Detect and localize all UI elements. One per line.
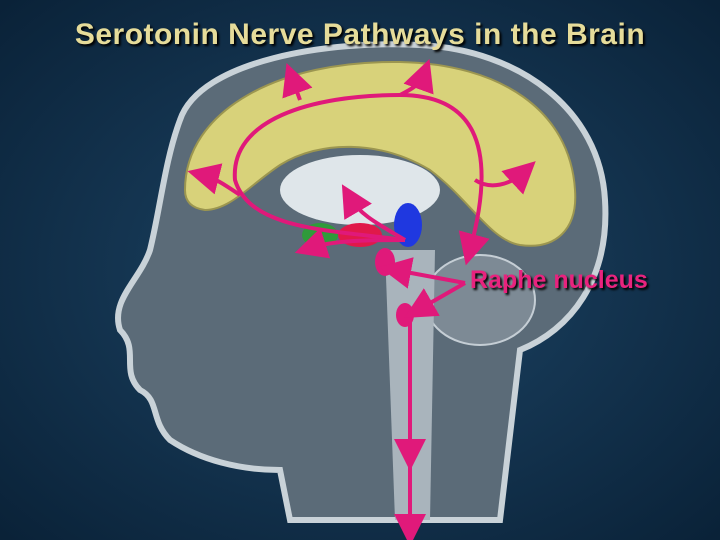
- raphe-nucleus-upper: [375, 248, 395, 276]
- page-title: Serotonin Nerve Pathways in the Brain: [74, 18, 646, 51]
- cerebral-cortex: [183, 60, 577, 247]
- raphe-nucleus-label: Raphe nucleus: [470, 266, 648, 294]
- serotonin-pathways: [187, 58, 536, 540]
